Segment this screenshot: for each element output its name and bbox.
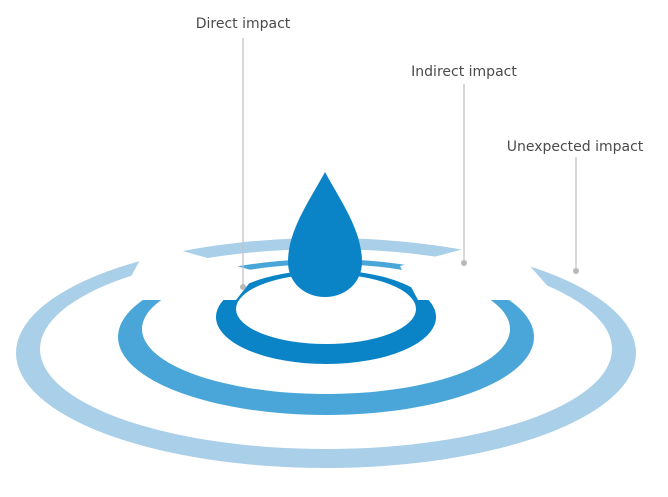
indirect-impact-marker bbox=[461, 260, 467, 266]
surface-gap-left bbox=[118, 242, 258, 300]
direct-impact-label: Direct impact bbox=[196, 16, 291, 32]
unexpected-impact-marker bbox=[573, 268, 579, 274]
unexpected-impact-label: Unexpected impact bbox=[507, 139, 644, 155]
inner-ring bbox=[215, 269, 436, 365]
direct-impact-marker bbox=[240, 284, 246, 290]
indirect-impact-label: Indirect impact bbox=[411, 64, 517, 80]
surface-gap-right bbox=[400, 238, 560, 300]
water-drop-icon bbox=[288, 172, 362, 297]
